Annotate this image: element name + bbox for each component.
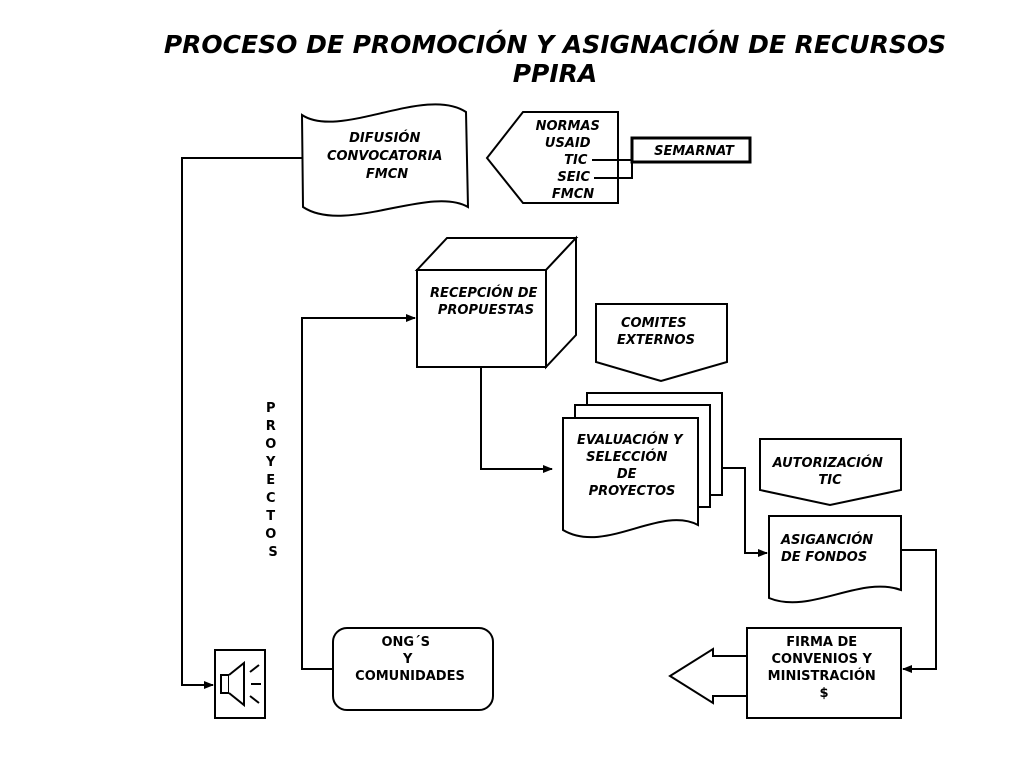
diagram-title: PROCESO DE PROMOCIÓN Y ASIGNACIÓN DE REC… — [95, 30, 1015, 88]
asignacion-line: ASIGANCIÓN — [780, 532, 873, 548]
ongs-node: ONG´S Y COMUNIDADES — [332, 627, 494, 711]
asignacion-firma-connector — [901, 549, 937, 673]
svg-text:FIRMA DE CONVENIOS Y: FIRMA DE CONVENIOS Y MINISTRACIÓN $ — [768, 635, 881, 701]
firma-line: MINISTRACIÓN — [768, 668, 876, 684]
normas-node: NORMAS USAID TIC SEIC FMCN — [485, 111, 619, 204]
evaluacion-line: EVALUACIÓN Y — [577, 432, 684, 448]
asignacion-line: DE FONDOS — [781, 550, 867, 565]
normas-semarnat-connector — [592, 159, 633, 179]
normas-line: FMCN — [552, 187, 594, 202]
recepcion-line: PROPUESTAS — [438, 303, 534, 318]
difusion-node: DIFUSIÓN CONVOCATORIA FMCN — [300, 103, 470, 217]
evaluacion-line: SELECCIÓN — [586, 449, 667, 465]
semarnat-node: SEMARNAT — [630, 136, 752, 164]
svg-text:EVALUACIÓN Y SELECCIÓN: EVALUACIÓN Y SELECCIÓN DE PROYECTOS — [577, 432, 687, 499]
recepcion-node: RECEPCIÓN DE PROPUESTAS — [414, 235, 579, 370]
autorizacion-node: AUTORIZACIÓN TIC — [759, 438, 902, 507]
autorizacion-line: AUTORIZACIÓN — [772, 455, 883, 471]
difusion-line: FMCN — [366, 167, 408, 182]
asignacion-node: ASIGANCIÓN DE FONDOS — [768, 515, 902, 604]
normas-line: NORMAS — [536, 119, 600, 134]
evaluacion-node: EVALUACIÓN Y SELECCIÓN DE PROYECTOS — [562, 392, 723, 539]
firma-line: CONVENIOS Y — [771, 652, 872, 667]
ongs-line: ONG´S — [382, 635, 430, 650]
recepcion-line: RECEPCIÓN DE — [430, 285, 537, 301]
comites-line: COMITES — [621, 316, 686, 331]
title-line-1: PROCESO DE PROMOCIÓN Y ASIGNACIÓN DE REC… — [163, 30, 947, 59]
comites-node: COMITES EXTERNOS — [595, 303, 728, 383]
svg-text:RECEPCIÓN DE PROPUESTAS: RECEPCIÓN DE PROPUESTAS — [430, 285, 542, 318]
proyectos-label: P R O Y E C T O S — [265, 401, 281, 560]
svg-text:DIFUSIÓN CONVOCATORIA: DIFUSIÓN CONVOCATORIA FMCN — [327, 130, 447, 182]
firma-line: FIRMA DE — [786, 635, 857, 650]
difusion-line: DIFUSIÓN — [349, 130, 420, 146]
autorizacion-line: TIC — [818, 473, 842, 488]
evaluacion-line: PROYECTOS — [589, 484, 676, 499]
semarnat-label: SEMARNAT — [654, 144, 735, 159]
svg-text:NORMAS USAID TIC: NORMAS USAID TIC SEIC FMCN — [536, 119, 605, 202]
recepcion-evaluacion-connector — [480, 367, 553, 473]
ongs-recepcion-connector — [301, 314, 416, 670]
firma-node: FIRMA DE CONVENIOS Y MINISTRACIÓN $ — [746, 627, 902, 719]
ongs-line: COMUNIDADES — [355, 669, 465, 684]
svg-text:AUTORIZACIÓN TIC: AUTORIZACIÓN TIC — [772, 455, 888, 488]
svg-text:COMITES EXTERNOS: COMITES EXTERNOS — [617, 316, 695, 348]
difusion-line: CONVOCATORIA — [327, 149, 443, 164]
difusion-speaker-connector — [181, 157, 303, 689]
normas-line: TIC — [564, 153, 588, 168]
hollow-left-arrow-icon — [668, 647, 746, 705]
firma-line: $ — [819, 686, 828, 701]
evaluacion-line: DE — [617, 467, 637, 482]
ongs-line: Y — [402, 652, 413, 667]
svg-text:ONG´S Y COMUNIDADE: ONG´S Y COMUNIDADES — [355, 635, 465, 684]
normas-line: SEIC — [557, 170, 590, 185]
normas-line: USAID — [545, 136, 591, 151]
svg-text:ASIGANCIÓN DE FONDOS: ASIGANCIÓN DE FONDOS — [780, 532, 878, 565]
comites-line: EXTERNOS — [617, 333, 695, 348]
speaker-icon — [214, 649, 266, 719]
evaluacion-asignacion-connector — [722, 467, 768, 557]
title-line-2: PPIRA — [512, 59, 598, 88]
